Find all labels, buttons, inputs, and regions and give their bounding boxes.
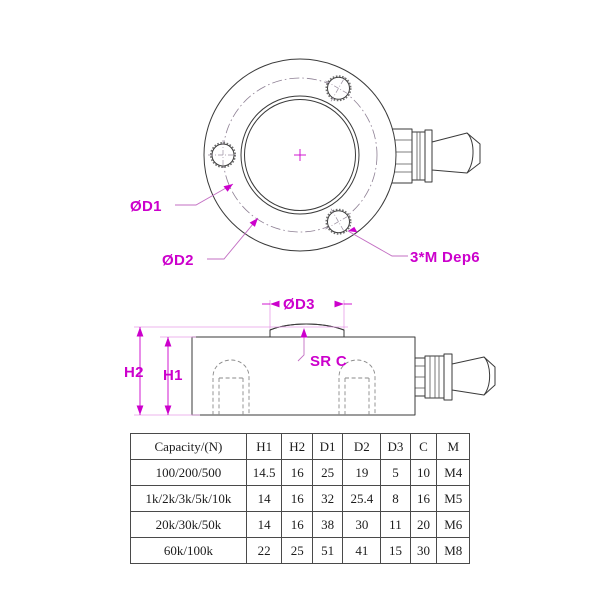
cell-c: 30 bbox=[409, 537, 438, 564]
cell-d1: 25 bbox=[311, 459, 344, 486]
cell-h1: 14 bbox=[245, 485, 283, 512]
tapped-hole-left bbox=[212, 359, 250, 415]
dimension-d3: ØD3 bbox=[262, 296, 352, 329]
table-row: 60k/100k 22 25 51 41 15 30 M8 bbox=[130, 537, 470, 564]
cell-d3: 5 bbox=[380, 459, 411, 486]
label-src: SR C bbox=[310, 353, 347, 370]
cell-d2: 41 bbox=[342, 537, 382, 564]
label-leader-holes bbox=[347, 226, 408, 257]
bolt-hole-left bbox=[208, 140, 238, 170]
tapped-hole-right bbox=[338, 359, 376, 415]
column-header-h1: H1 bbox=[245, 433, 283, 460]
cell-h2: 16 bbox=[281, 511, 313, 538]
dimension-h1: H1 bbox=[160, 336, 196, 415]
dimension-table-container: Capacity/(N) H1 H2 D1 D2 D3 C M 100/200/… bbox=[130, 433, 470, 564]
column-header-d2: D2 bbox=[342, 433, 382, 460]
bolt-hole-upper-right bbox=[325, 75, 352, 102]
cell-d1: 38 bbox=[311, 511, 344, 538]
label-leader-d2 bbox=[207, 217, 259, 260]
cell-capacity: 20k/30k/50k bbox=[130, 511, 247, 538]
label-h1: H1 bbox=[163, 367, 183, 384]
label-d1: ØD1 bbox=[130, 198, 162, 215]
cell-d3: 8 bbox=[380, 485, 411, 512]
table-row: 1k/2k/3k/5k/10k 14 16 32 25.4 8 16 M5 bbox=[130, 485, 470, 512]
cell-capacity: 1k/2k/3k/5k/10k bbox=[130, 485, 247, 512]
dome-top bbox=[269, 323, 345, 338]
cell-h1: 22 bbox=[245, 537, 283, 564]
label-h2: H2 bbox=[124, 364, 144, 381]
table-row: 20k/30k/50k 14 16 38 30 11 20 M6 bbox=[130, 511, 470, 538]
label-d2: ØD2 bbox=[162, 252, 194, 269]
cell-h1: 14.5 bbox=[245, 459, 283, 486]
cell-h2: 16 bbox=[281, 485, 313, 512]
dimension-table: Capacity/(N) H1 H2 D1 D2 D3 C M 100/200/… bbox=[130, 433, 470, 564]
cell-capacity: 100/200/500 bbox=[130, 459, 247, 486]
cell-h2: 25 bbox=[281, 537, 313, 564]
cell-h1: 14 bbox=[245, 511, 283, 538]
cell-d1: 51 bbox=[311, 537, 344, 564]
cell-d3: 15 bbox=[380, 537, 411, 564]
side-cable-connector bbox=[414, 353, 496, 401]
cell-h2: 16 bbox=[281, 459, 313, 486]
dimension-h2: H2 bbox=[124, 326, 348, 416]
table-row: 100/200/500 14.5 16 25 19 5 10 M4 bbox=[130, 459, 470, 486]
bolt-hole-lower-right bbox=[325, 208, 352, 235]
column-header-h2: H2 bbox=[281, 433, 313, 460]
label-leader-src: SR C bbox=[297, 328, 347, 370]
column-header-c: C bbox=[409, 433, 438, 460]
label-holes: 3*M Dep6 bbox=[410, 249, 480, 266]
cell-capacity: 60k/100k bbox=[130, 537, 247, 564]
cell-c: 20 bbox=[409, 511, 438, 538]
bolt-circle bbox=[222, 77, 378, 233]
column-header-m: M bbox=[436, 433, 470, 460]
cell-m: M6 bbox=[436, 511, 470, 538]
column-header-d3: D3 bbox=[380, 433, 411, 460]
cell-d2: 25.4 bbox=[342, 485, 382, 512]
column-header-d1: D1 bbox=[311, 433, 344, 460]
cell-c: 10 bbox=[409, 459, 438, 486]
cell-d1: 32 bbox=[311, 485, 344, 512]
plan-view: ØD1 ØD2 3*M Dep6 bbox=[130, 58, 481, 269]
cell-d2: 19 bbox=[342, 459, 382, 486]
cell-m: M5 bbox=[436, 485, 470, 512]
plan-cable-connector bbox=[388, 128, 481, 184]
label-d3: ØD3 bbox=[283, 296, 315, 313]
cell-c: 16 bbox=[409, 485, 438, 512]
elevation-view: H2 H1 ØD3 bbox=[124, 296, 496, 416]
table-header-row: Capacity/(N) H1 H2 D1 D2 D3 C M bbox=[130, 433, 470, 460]
body-outline bbox=[191, 336, 416, 416]
cell-d2: 30 bbox=[342, 511, 382, 538]
cell-m: M8 bbox=[436, 537, 470, 564]
label-leader-d1 bbox=[175, 183, 234, 206]
cell-m: M4 bbox=[436, 459, 470, 486]
cell-d3: 11 bbox=[380, 511, 411, 538]
center-mark-icon bbox=[294, 149, 306, 161]
inner-circle-inner bbox=[244, 99, 356, 211]
column-header-capacity: Capacity/(N) bbox=[130, 433, 247, 460]
